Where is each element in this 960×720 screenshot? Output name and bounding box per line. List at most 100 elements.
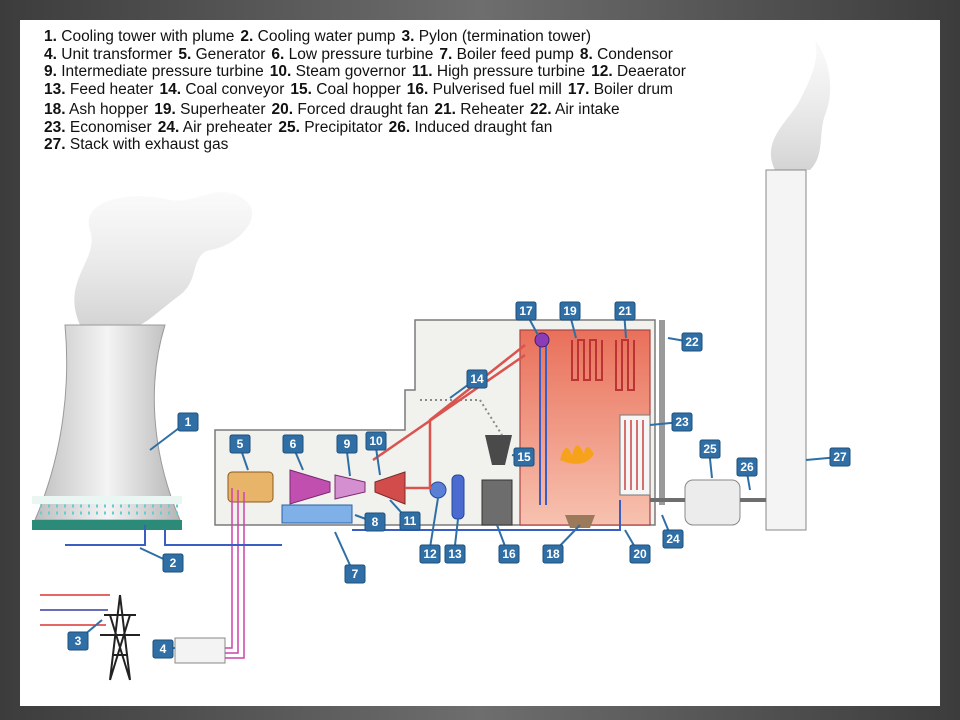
- legend-entry: 20. Forced draught fan: [271, 101, 428, 118]
- legend-number: 3.: [401, 28, 415, 45]
- legend-text: Pylon (termination tower): [418, 28, 592, 45]
- callout-9: 9: [336, 434, 358, 477]
- legend-number: 9.: [44, 63, 57, 80]
- callout-22: 22: [667, 332, 703, 352]
- legend-text: Induced draught fan: [414, 118, 553, 136]
- legend-number: 27.: [44, 136, 66, 153]
- feed-water-pipe: [352, 500, 621, 531]
- legend-entry: 14. Coal conveyor: [159, 81, 284, 98]
- callout-label: 14: [470, 372, 484, 386]
- ip-turbine: [334, 474, 366, 500]
- callout-box: [344, 564, 366, 584]
- callout-label: 23: [675, 415, 689, 429]
- callout-10: 10: [365, 431, 387, 476]
- callout-box: [336, 434, 358, 454]
- callout-label: 27: [833, 450, 847, 464]
- coal-hopper: [485, 435, 512, 465]
- callout-1: 1: [149, 412, 199, 451]
- callout-box: [614, 301, 636, 321]
- legend-number: 22.: [529, 101, 552, 118]
- legend-number: 11.: [411, 63, 433, 80]
- callout-box: [513, 447, 535, 467]
- superheater-coil: [571, 339, 603, 381]
- legend-text: Air preheater: [182, 118, 273, 136]
- callout-box: [399, 511, 421, 531]
- callout-box: [662, 529, 684, 549]
- legend-entry: 27. Stack with exhaust gas: [44, 136, 228, 153]
- callout-label: 4: [160, 642, 167, 656]
- callout-label: 10: [369, 434, 383, 448]
- legend-text: Boiler feed pump: [456, 45, 574, 63]
- callout-label: 1: [185, 415, 192, 429]
- callout-18: 18: [542, 524, 581, 564]
- callout-14: 14: [449, 369, 488, 399]
- legend-number: 5.: [178, 45, 192, 63]
- legend-text: Cooling water pump: [257, 28, 396, 45]
- legend-number: 16.: [406, 80, 429, 98]
- legend-entry: 26. Induced draught fan: [389, 119, 553, 136]
- callout-26: 26: [736, 457, 758, 491]
- coal-conveyor: [420, 399, 503, 436]
- legend-text: Deaerator: [616, 63, 686, 80]
- callout-2: 2: [139, 547, 184, 573]
- callout-box: [542, 544, 564, 564]
- precipitator: [684, 479, 741, 526]
- callout-label: 7: [352, 567, 359, 581]
- legend-entry: 16. Pulverised fuel mill: [407, 81, 562, 98]
- callout-box: [681, 332, 703, 352]
- legend-entry: 13. Feed heater: [44, 81, 153, 98]
- callout-label: 2: [170, 556, 177, 570]
- boiler-drum: [534, 332, 550, 348]
- pulverised-fuel-mill: [481, 479, 513, 526]
- callout-box: [736, 457, 758, 477]
- legend-number: 20.: [271, 101, 294, 118]
- legend-number: 1.: [44, 28, 57, 45]
- legend-text: High pressure turbine: [436, 63, 586, 80]
- legend-text: Generator: [195, 45, 266, 63]
- legend-text: Unit transformer: [61, 45, 173, 63]
- callout-box: [282, 434, 304, 454]
- hp-turbine: [374, 471, 406, 505]
- slide: 1. Cooling tower with plume 2. Cooling wa…: [20, 20, 940, 706]
- legend-entry: 17. Boiler drum: [568, 81, 673, 98]
- callout-15: 15: [511, 447, 535, 467]
- callout-box: [699, 439, 721, 459]
- legend-number: 26.: [388, 118, 411, 136]
- callout-20: 20: [624, 529, 651, 564]
- legend: 1. Cooling tower with plume 2. Cooling wa…: [44, 28, 924, 154]
- cooling-tower: [34, 324, 181, 521]
- callout-box: [419, 544, 441, 564]
- legend-text: Pulverised fuel mill: [432, 80, 562, 98]
- callout-label: 20: [633, 547, 647, 561]
- legend-text: Cooling tower with plume: [61, 28, 235, 45]
- callout-4: 4: [152, 639, 176, 659]
- callout-box: [229, 434, 251, 454]
- callout-label: 24: [666, 532, 680, 546]
- legend-entry: 19. Superheater: [154, 101, 265, 118]
- legend-number: 10.: [269, 63, 292, 80]
- callout-25: 25: [699, 439, 721, 479]
- callout-3: 3: [67, 619, 103, 651]
- legend-entry: 2. Cooling water pump: [240, 28, 395, 45]
- legend-number: 15.: [290, 80, 312, 98]
- callout-label: 13: [448, 547, 462, 561]
- callout-label: 3: [75, 634, 82, 648]
- callout-27: 27: [805, 447, 851, 467]
- callout-label: 26: [740, 460, 754, 474]
- callout-label: 17: [519, 304, 533, 318]
- legend-number: 13.: [44, 80, 66, 98]
- legend-text: Intermediate pressure turbine: [61, 63, 264, 80]
- callout-box: [67, 631, 89, 651]
- legend-number: 8.: [579, 45, 593, 63]
- furnace-flames: [560, 445, 594, 464]
- legend-text: Feed heater: [69, 80, 154, 98]
- pylon: [100, 594, 140, 681]
- callout-7: 7: [334, 531, 366, 584]
- legend-text: Economiser: [69, 118, 152, 136]
- callout-box: [829, 447, 851, 467]
- legend-entry: 15. Coal hopper: [290, 81, 400, 98]
- legend-entry: 8. Condensor: [580, 46, 673, 63]
- legend-text: Coal conveyor: [185, 80, 285, 98]
